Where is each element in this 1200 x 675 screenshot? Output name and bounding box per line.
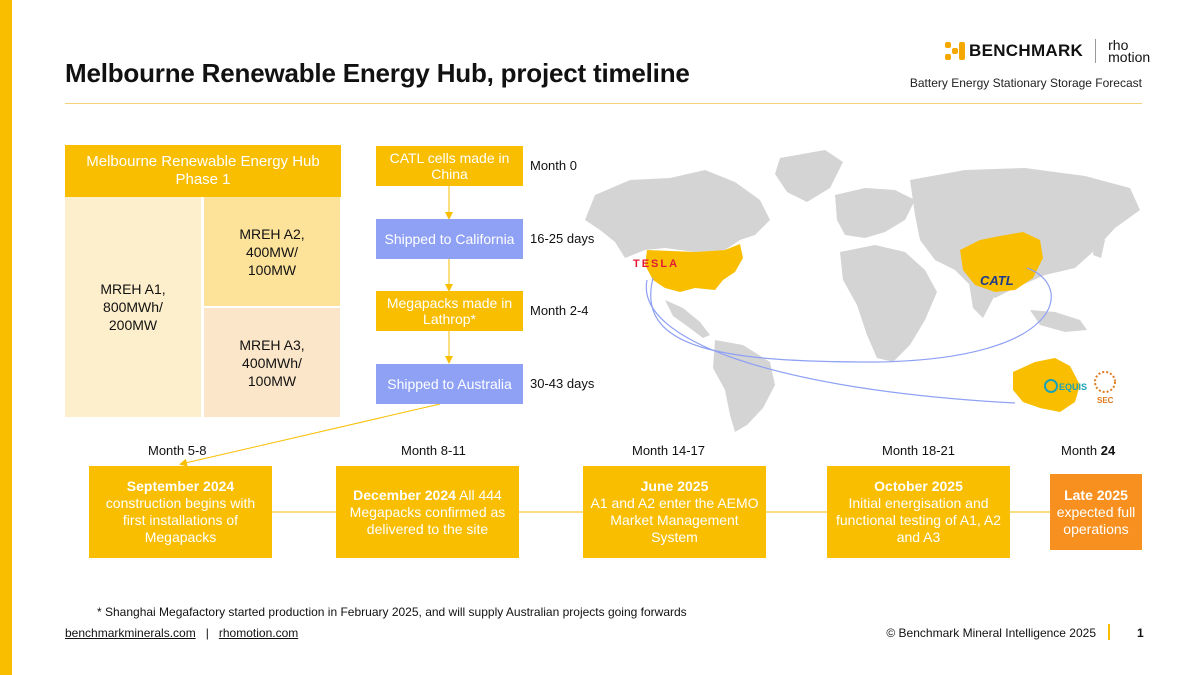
china-highlight xyxy=(960,232,1043,292)
mreh-a1-cell: MREH A1, 800MWh/ 200MW xyxy=(65,197,201,417)
milestone-period-4: Month 18-21 xyxy=(882,443,955,458)
page-number: 1 xyxy=(1137,626,1144,640)
milestone-sep-2024: September 2024 construction begins with … xyxy=(89,466,272,558)
rhomotion-link[interactable]: rhomotion.com xyxy=(218,626,299,640)
step-arrow-4 xyxy=(179,403,441,467)
world-map: TESLA CATL EQUIS SEC xyxy=(585,150,1140,432)
step-shipped-australia: Shipped to Australia xyxy=(376,364,523,404)
mreh-a2-cell: MREH A2, 400MW/ 100MW xyxy=(204,197,340,306)
australia-highlight xyxy=(1013,358,1080,412)
route-china-california xyxy=(650,267,1052,363)
title-divider xyxy=(65,103,1142,104)
milestone-period-5: Month 24 xyxy=(1061,443,1116,458)
footer-links: benchmarkminerals.com | rhomotion.com xyxy=(65,626,299,640)
accent-side-bar xyxy=(0,0,12,675)
svg-text:EQUIS: EQUIS xyxy=(1059,382,1087,392)
route-california-australia xyxy=(645,279,1016,404)
phase-heading: Melbourne Renewable Energy Hub Phase 1 xyxy=(65,145,341,197)
step-time-4: 30-43 days xyxy=(530,376,595,391)
step-shipped-california: Shipped to California xyxy=(376,219,523,259)
milestone-period-3: Month 14-17 xyxy=(632,443,705,458)
footnote: * Shanghai Megafactory started productio… xyxy=(97,605,687,619)
step-megapacks-made: Megapacks made in Lathrop* xyxy=(376,291,523,331)
step-time-2: 16-25 days xyxy=(530,231,595,246)
usa-highlight xyxy=(645,244,743,292)
benchmark-link[interactable]: benchmarkminerals.com xyxy=(65,626,196,640)
milestone-oct-2025: October 2025 Initial energisation and fu… xyxy=(827,466,1010,558)
milestone-dec-2024: December 2024 All 444 Megapacks confirme… xyxy=(336,466,519,558)
equis-logo: EQUIS xyxy=(1044,379,1087,393)
brand-logos: BENCHMARK rho motion xyxy=(945,38,1150,64)
report-subtitle: Battery Energy Stationary Storage Foreca… xyxy=(909,76,1142,90)
svg-text:SEC: SEC xyxy=(1097,396,1114,405)
mreh-a3-cell: MREH A3, 400MWh/ 100MW xyxy=(204,308,340,417)
milestone-period-1: Month 5-8 xyxy=(148,443,207,458)
logo-separator xyxy=(1095,39,1097,63)
benchmark-logo-text: BENCHMARK xyxy=(969,41,1084,60)
rhomotion-logo: rho motion xyxy=(1108,37,1151,65)
step-cells-made: CATL cells made in China xyxy=(376,146,523,186)
footer-divider xyxy=(1108,624,1110,640)
page-title: Melbourne Renewable Energy Hub, project … xyxy=(65,58,690,88)
copyright: © Benchmark Mineral Intelligence 2025 xyxy=(886,626,1096,640)
step-time-3: Month 2-4 xyxy=(530,303,589,318)
catl-logo: CATL xyxy=(980,273,1014,288)
tesla-logo: TESLA xyxy=(633,258,679,270)
milestone-late-2025: Late 2025 expected full operations xyxy=(1050,474,1142,550)
milestone-period-2: Month 8-11 xyxy=(401,443,466,458)
step-time-1: Month 0 xyxy=(530,158,577,173)
benchmark-logo-icon xyxy=(945,42,965,60)
milestone-jun-2025: June 2025 A1 and A2 enter the AEMO Marke… xyxy=(583,466,766,558)
sec-logo: SEC xyxy=(1094,371,1116,405)
